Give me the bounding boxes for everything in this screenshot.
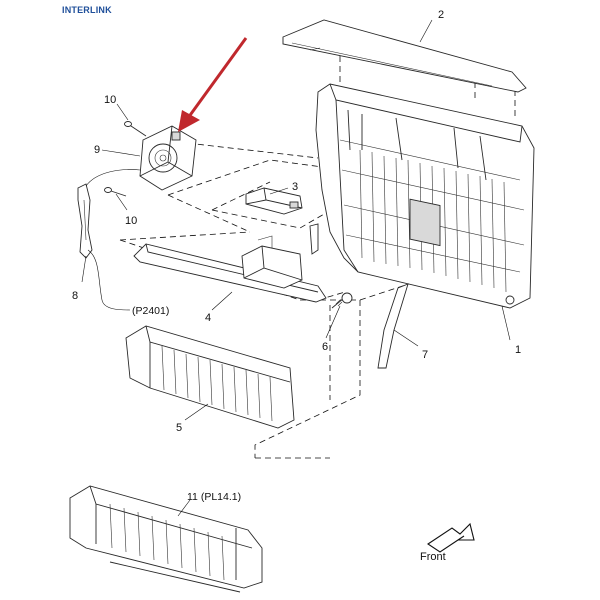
leader-lines: [81, 19, 511, 517]
callout-7: 7: [422, 349, 428, 361]
frame-ribs: [359, 149, 507, 293]
part-7-link-rod: [309, 223, 409, 369]
callout-8: 8: [72, 290, 78, 302]
callout-11: 11 (PL14.1): [187, 491, 241, 503]
callout-6: 6: [322, 341, 328, 353]
callout-2: 2: [438, 9, 444, 21]
part-10-screw-upper: [124, 121, 147, 137]
part-8-harness-bracket: [77, 169, 141, 311]
part-9-fan: [139, 125, 197, 191]
guide-ribs: [161, 345, 273, 422]
part-1-frame-assembly: [315, 83, 535, 309]
callout-9: 9: [94, 144, 100, 156]
callout-10-upper: 10: [104, 94, 116, 106]
part-5-paper-guide: [125, 325, 295, 429]
front-arrow-icon: [427, 522, 475, 553]
callout-5: 5: [176, 422, 182, 434]
callout-10-lower: 10: [125, 215, 137, 227]
callout-1: 1: [515, 344, 521, 356]
assembly-ribs: [109, 503, 225, 581]
callout-4: 4: [205, 312, 211, 324]
part-10-screw-lower: [104, 187, 127, 197]
brand-logo: INTERLINK: [62, 5, 112, 15]
part-3-bracket: [245, 187, 303, 215]
part-2-top-cover: [282, 19, 527, 93]
connector-label: (P2401): [132, 305, 169, 317]
front-label: Front: [420, 551, 446, 563]
part-6-spring: [331, 292, 353, 309]
red-arrow-icon: [178, 37, 248, 132]
part-11-bottom-assembly: [69, 485, 263, 593]
callout-3: 3: [292, 181, 298, 193]
part-4-guide-rail: [133, 235, 327, 303]
